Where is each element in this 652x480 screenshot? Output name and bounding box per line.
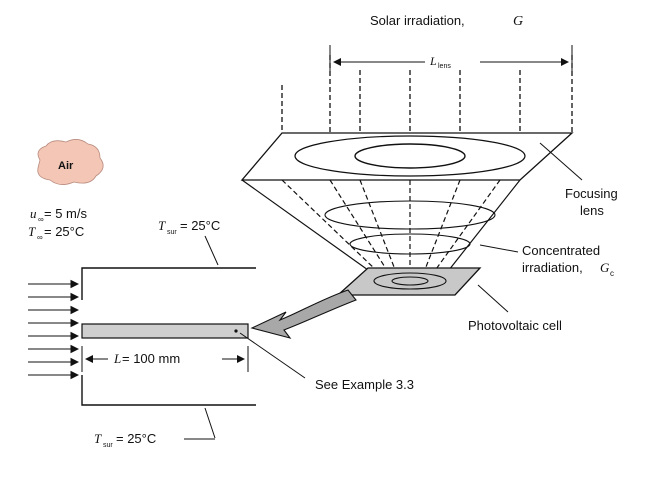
lens-length-subscript: lens: [438, 63, 451, 70]
photovoltaic-cell: [336, 267, 482, 296]
lens-length-dimension: [329, 45, 573, 75]
cell-plate: [81, 323, 249, 339]
u-inf-symbol: u: [30, 206, 37, 221]
channel-top-wall: [81, 267, 256, 300]
see-example-leader: [239, 332, 306, 379]
concentrated-symbol: G: [600, 260, 610, 275]
pv-cell-label: Photovoltaic cell: [468, 318, 562, 333]
u-inf-subscript: ∞: [38, 215, 44, 224]
cone-ring-upper: [324, 200, 496, 230]
t-inf-symbol: T: [28, 224, 36, 239]
tsur-bottom-leader: [204, 407, 216, 439]
tsur-top-leader: [204, 235, 219, 266]
tsur-top-subscript: sur: [167, 229, 177, 236]
t-inf-value: = 25°C: [44, 224, 84, 239]
t-inf-subscript: ∞: [37, 233, 43, 242]
solar-irradiation-symbol: G: [513, 14, 523, 29]
focusing-lens-leader: [539, 142, 583, 181]
u-inf-value: = 5 m/s: [44, 206, 87, 221]
cell-focal-ring-outer: [373, 272, 447, 290]
plate-length-value: = 100 mm: [122, 351, 180, 366]
tsur-bottom-subscript: sur: [103, 442, 113, 449]
air-blob: [37, 139, 104, 185]
tsur-bottom-symbol: T: [94, 431, 102, 446]
incident-rays: [281, 55, 573, 133]
solar-irradiation-label: Solar irradiation,: [370, 13, 465, 28]
tsur-bottom-value: = 25°C: [116, 431, 156, 446]
concentrated-subscript: c: [610, 269, 614, 278]
plate-length-symbol: L: [113, 351, 121, 366]
cell-focal-ring-inner: [391, 276, 429, 286]
concentrated-label-line2: irradiation,: [522, 260, 583, 275]
plate-length-dimension: [81, 346, 249, 372]
airflow-arrows: [28, 279, 80, 380]
lens-outer-ellipse: [294, 135, 526, 177]
concentration-cone: [241, 179, 521, 276]
zoom-arrow: [250, 289, 357, 339]
cone-ring-middle: [349, 233, 471, 255]
air-label: Air: [58, 160, 74, 172]
lens-inner-ellipse: [354, 143, 466, 169]
converging-rays: [281, 179, 501, 273]
focusing-lens-label-line2: lens: [580, 203, 604, 218]
concentrated-label-line1: Concentrated: [522, 243, 600, 258]
channel-bottom-wall: [81, 375, 256, 406]
plate-marker: [234, 329, 238, 333]
tsur-top-symbol: T: [158, 218, 166, 233]
tsur-top-value: = 25°C: [180, 218, 220, 233]
focusing-lens-plate: [240, 132, 574, 181]
see-example-label: See Example 3.3: [315, 377, 414, 392]
focusing-lens-label-line1: Focusing: [565, 186, 618, 201]
lens-length-symbol: L: [429, 54, 437, 68]
concentrated-leader: [479, 244, 519, 253]
pv-cell-leader: [477, 284, 509, 313]
